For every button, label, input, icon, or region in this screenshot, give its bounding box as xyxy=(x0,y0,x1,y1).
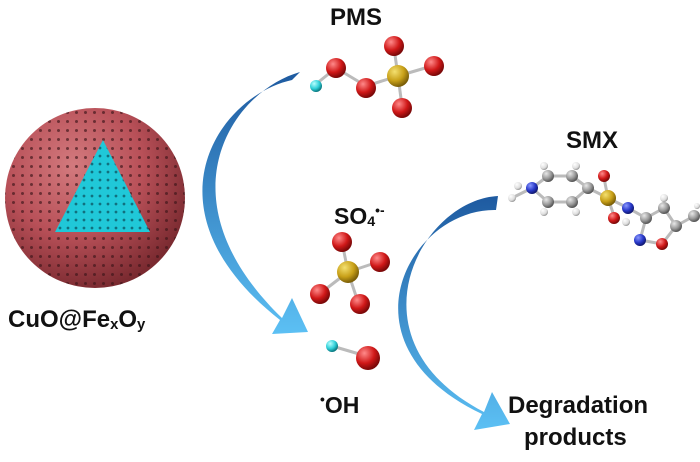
pms-molecule xyxy=(310,36,444,118)
catalyst-label-x: x xyxy=(110,317,119,334)
pms-label: PMS xyxy=(330,4,383,31)
degradation-arrow xyxy=(398,196,510,430)
products-label-line1: Degradation xyxy=(508,392,649,419)
catalyst-label-o: O xyxy=(118,306,138,333)
hydroxyl-radical-label: •OH xyxy=(320,392,359,419)
hydroxyl-radical-molecule xyxy=(326,340,380,370)
catalyst-sphere xyxy=(5,108,185,288)
hydroxyl-radical-text: OH xyxy=(324,392,360,418)
products-label-line2: products xyxy=(524,424,627,451)
sulfate-radical-sup: •- xyxy=(375,203,385,219)
catalyst-label: CuO@FexOy xyxy=(8,306,145,334)
sulfate-radical-molecule xyxy=(310,232,390,314)
smx-molecule xyxy=(508,162,700,250)
smx-label: SMX xyxy=(566,127,619,154)
hydroxyl-radical-dot: • xyxy=(320,392,325,408)
sulfate-radical-label: SO4•- xyxy=(334,203,385,230)
activation-arrow xyxy=(202,72,308,334)
catalyst-label-base: CuO@Fe xyxy=(8,306,111,333)
sulfate-radical-base: SO xyxy=(334,203,368,229)
sulfate-radical-sub: 4 xyxy=(367,214,376,231)
catalyst-label-y: y xyxy=(137,317,146,334)
